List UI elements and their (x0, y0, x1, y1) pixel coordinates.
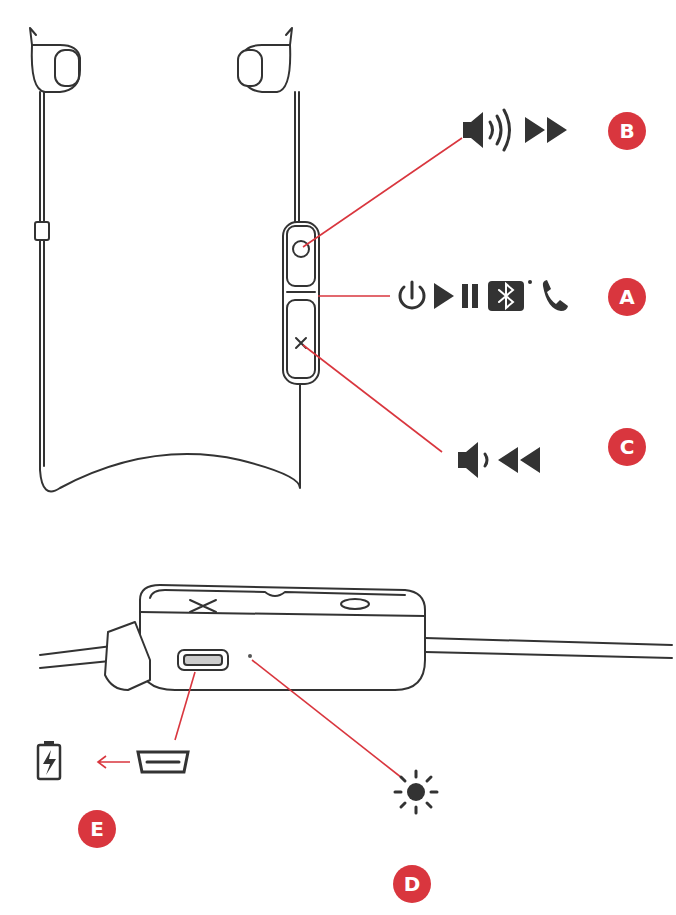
callout-circle: D (393, 865, 431, 903)
callout-circle: C (608, 428, 646, 466)
callout-circle: B (608, 112, 646, 150)
callout-letter: D (404, 874, 421, 894)
callout-letter: E (90, 819, 104, 839)
callout-letter: A (619, 287, 634, 307)
callout-circle: A (608, 278, 646, 316)
callout-letter: B (619, 121, 634, 141)
callout-circle: E (78, 810, 116, 848)
callout-letter: C (620, 437, 635, 457)
